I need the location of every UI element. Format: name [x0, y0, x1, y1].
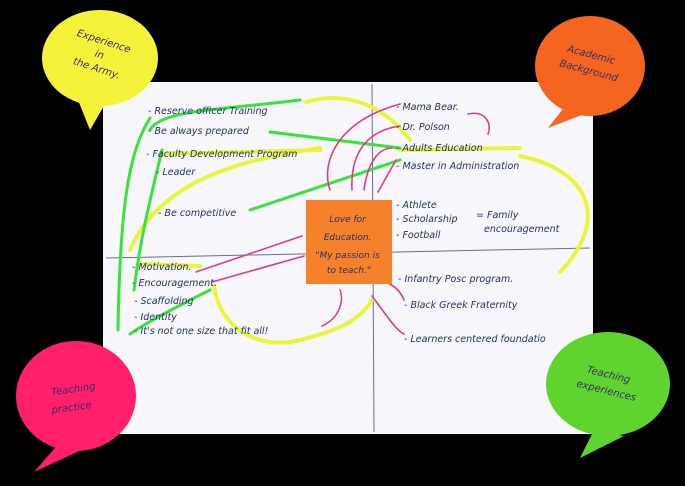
tl-item-2: - Be always prepared: [148, 126, 250, 137]
bubble-practice: Teaching practice: [16, 341, 136, 472]
tr-item-6: - Scholarship: [396, 214, 458, 225]
top-right-list: - Mama Bear. - Dr. Polson - Adults Educa…: [396, 102, 561, 241]
svg-text:Love for Education.: Love for Education. "My passion is to te…: [315, 215, 382, 276]
tl-item-1: - Reserve officer Training: [148, 106, 268, 117]
tl-item-5: - Be competitive: [158, 208, 236, 219]
bl-item-5: - It's not one size that fit all!: [134, 326, 269, 337]
bubble-experiences: Teaching experiences: [546, 332, 670, 458]
family-line-1: = Family: [476, 210, 519, 221]
family-line-2: encouragement: [484, 224, 561, 235]
pink-arrows: [195, 103, 490, 335]
note-line-3: "My passion is: [315, 251, 380, 261]
br-item-1: - Infantry Posc program.: [398, 274, 513, 285]
top-left-list: - Reserve officer Training - Be always p…: [146, 106, 297, 219]
br-item-2: - Black Greek Fraternity: [404, 300, 518, 311]
center-sticky-note: Love for Education. "My passion is to te…: [306, 200, 392, 284]
bottom-left-list: - Motivation. - Encouragement. - Scaffol…: [132, 262, 269, 337]
note-line-2: Education.: [324, 233, 372, 243]
note-line-1: Love for: [329, 215, 367, 225]
tr-item-3: - Adults Education: [396, 143, 483, 154]
bl-item-4: - Identity: [134, 312, 177, 323]
bl-item-2: - Encouragement.: [132, 278, 217, 289]
tr-item-7: - Football: [396, 230, 441, 241]
bl-item-3: - Scaffolding: [134, 296, 194, 307]
bottom-right-list: - Infantry Posc program. - Black Greek F…: [398, 274, 546, 345]
note-line-4: to teach.": [327, 266, 371, 276]
tr-item-4: - Master in Administration: [396, 161, 519, 172]
tr-item-1: - Mama Bear.: [396, 102, 459, 113]
br-item-3: - Learners centered foundatio: [404, 334, 546, 345]
bubble-academic: Academic Background: [535, 16, 645, 128]
tl-item-4: - Leader: [156, 167, 196, 178]
bl-item-1: - Motivation.: [132, 262, 191, 273]
green-highlighter-strokes: [116, 98, 402, 336]
tl-item-3: - Faculty Development Program: [146, 149, 297, 160]
tr-item-5: - Athlete: [396, 200, 437, 211]
tr-item-2: - Dr. Polson: [396, 122, 450, 133]
bubble-army: Experience in the Army.: [42, 10, 158, 130]
